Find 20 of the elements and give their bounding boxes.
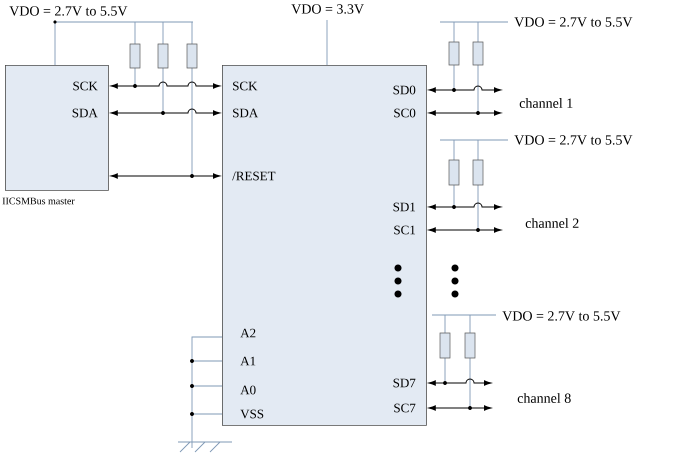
voltage-label: VDO = 2.7V to 5.5V — [513, 16, 634, 28]
voltage-label: VDO = 2.7V to 5.5V — [8, 5, 129, 17]
arrow — [110, 173, 220, 179]
chip-box: SCK SDA /RESET SD0 SC0 SD1 SC1 A2 A1 A0 VSS SD7 SC7 — [222, 65, 427, 426]
arrow — [428, 227, 502, 233]
arrow — [110, 82, 220, 89]
arrow — [428, 110, 502, 116]
voltage-label: VDO = 2.7V to 5.5V — [513, 134, 634, 146]
arrow — [428, 202, 502, 210]
voltage-label: VDO = 2.7V to 5.5V — [501, 310, 622, 322]
arrow — [428, 378, 492, 386]
arrow — [428, 405, 492, 411]
voltage-label: VDO = 3.3V — [290, 3, 366, 15]
master-box: SCK SDA — [5, 65, 109, 191]
arrow — [428, 86, 502, 93]
channel-label: channel 2 — [524, 217, 580, 229]
channel-label: channel 1 — [518, 97, 574, 109]
arrow — [110, 108, 220, 116]
channel-label: channel 8 — [516, 392, 572, 404]
node-label: IICSMBus master — [2, 198, 75, 204]
